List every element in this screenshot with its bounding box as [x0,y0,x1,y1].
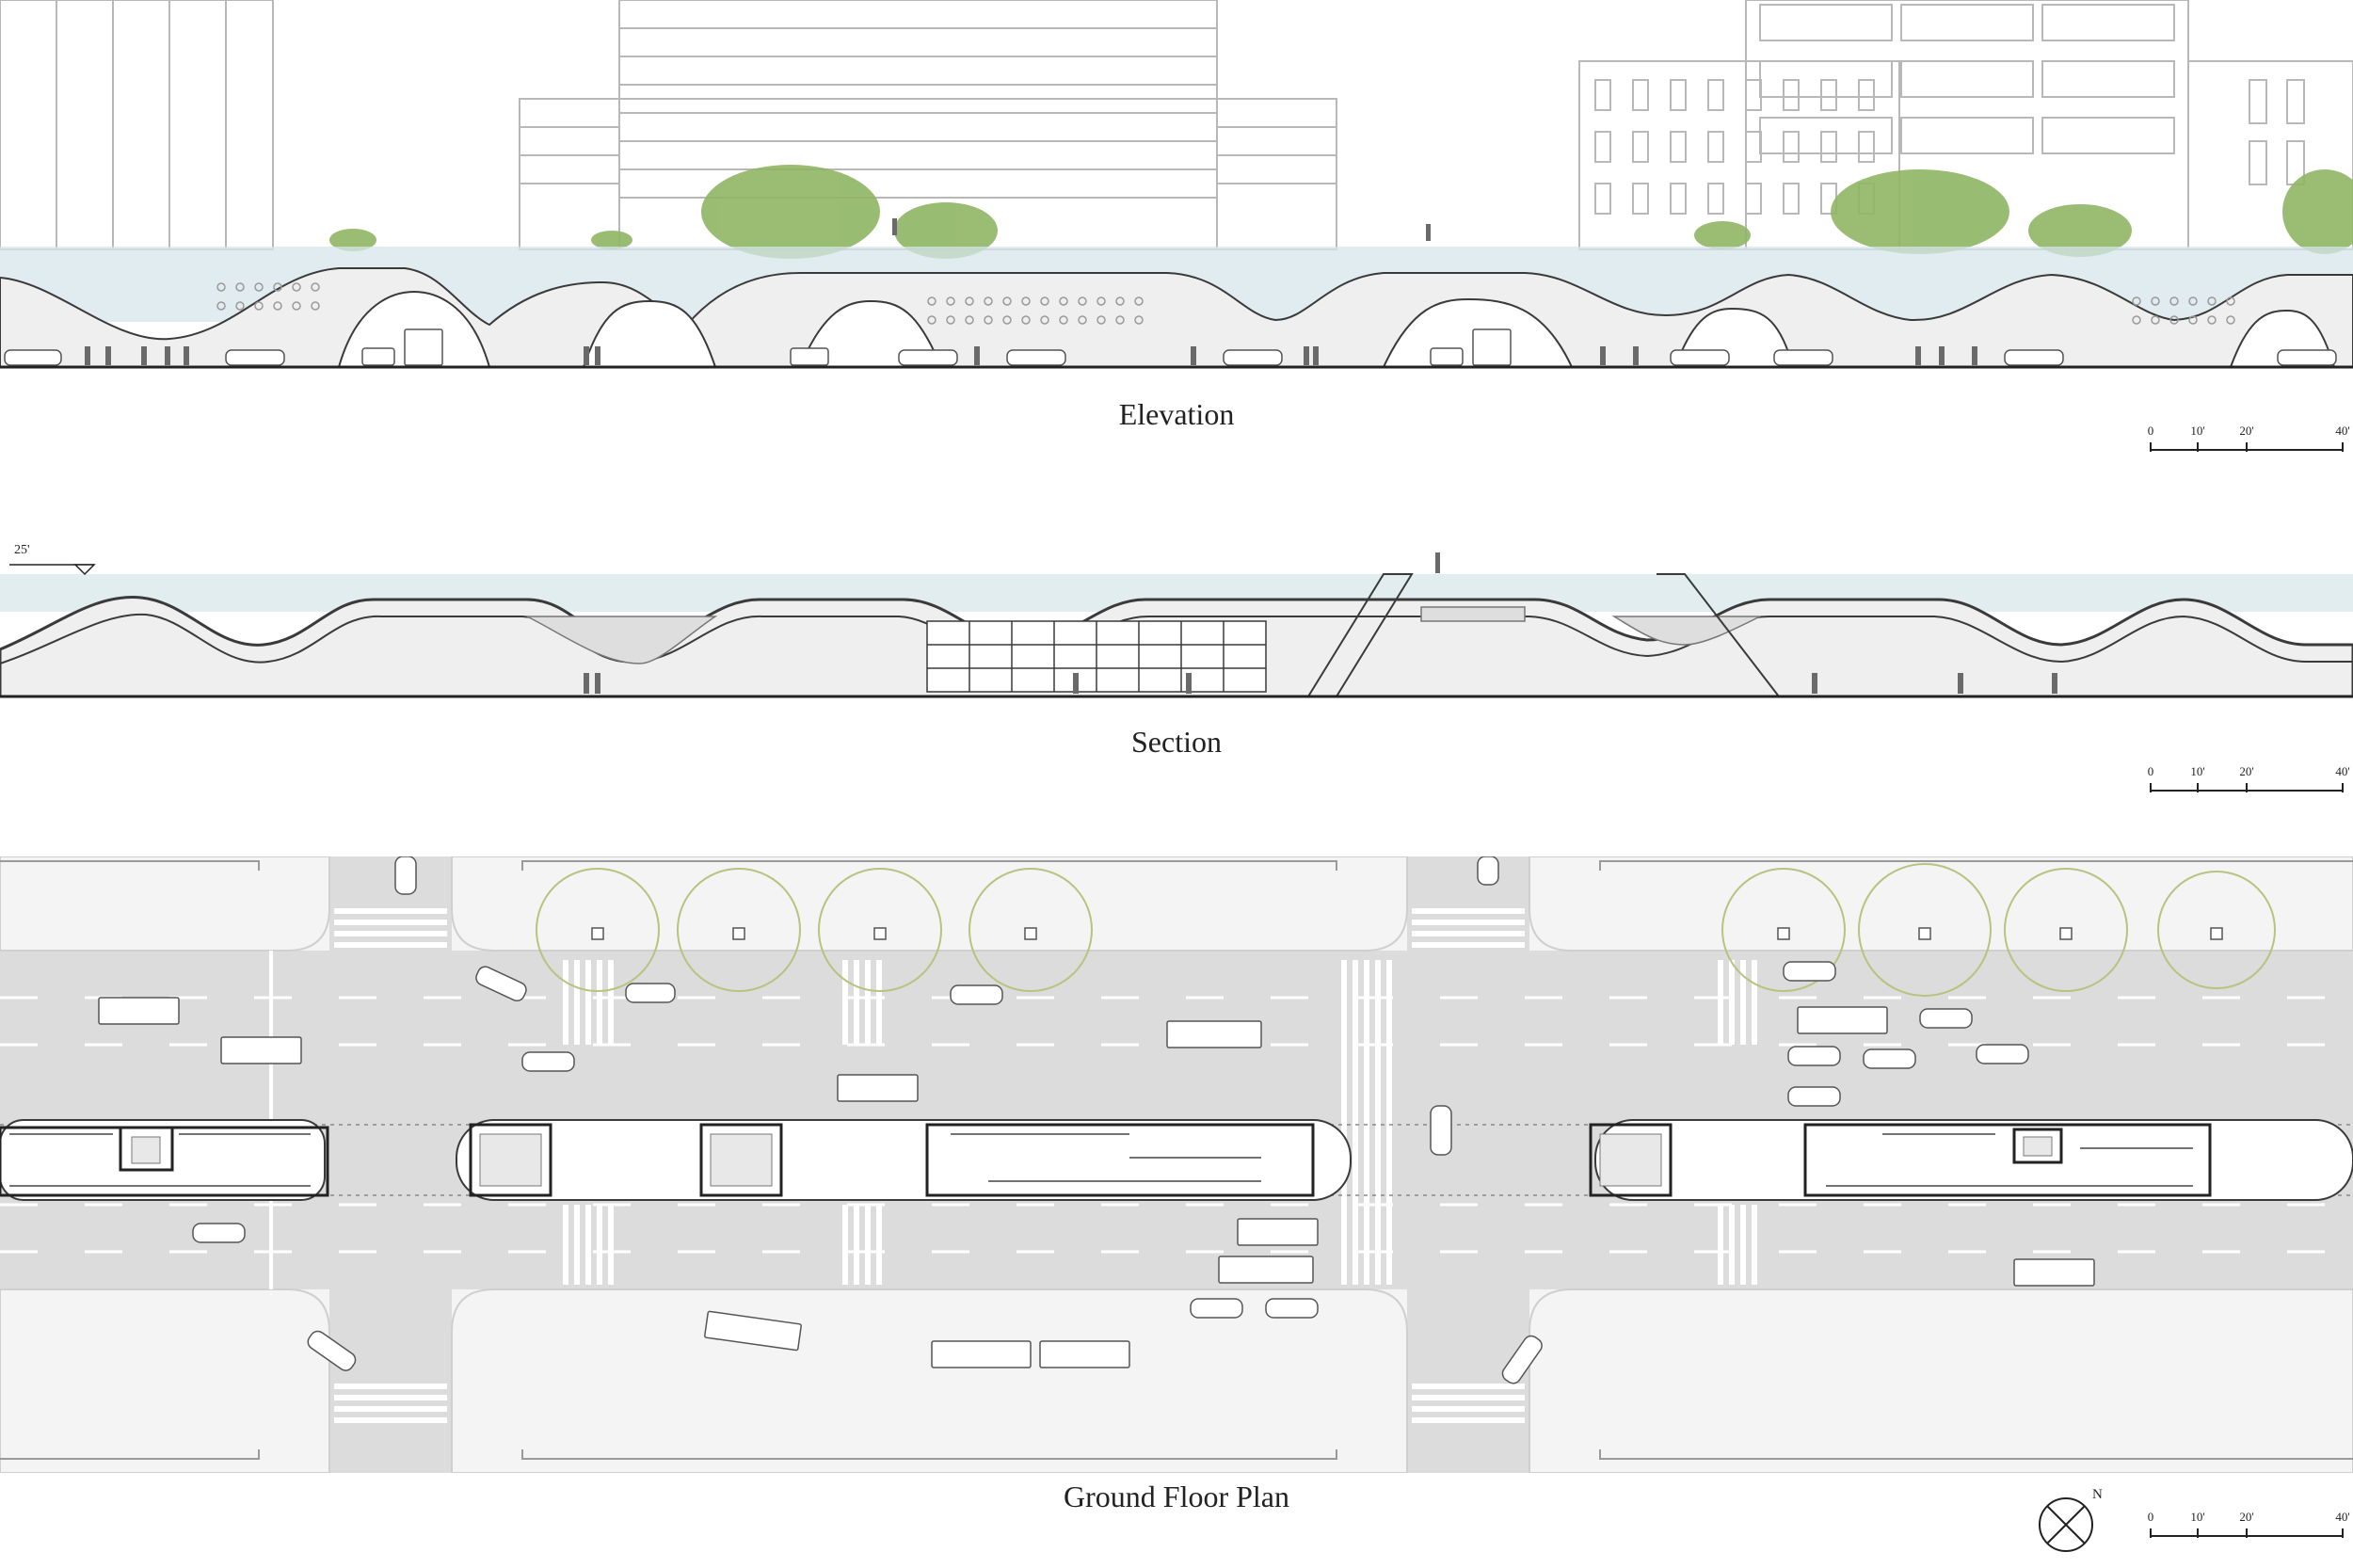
north-arrow-icon [2039,1497,2093,1552]
building-edges [0,860,2353,1460]
background-buildings [0,0,2353,250]
people-silhouettes [85,218,1977,365]
scale-tick-10: 10' [2190,1510,2205,1524]
section-level-marker [9,564,96,576]
crosswalks [334,908,1757,1423]
scale-tick-20: 20' [2239,1510,2254,1524]
scale-bar-graphic [2150,1528,2344,1538]
building-windows [1594,4,2305,215]
pavilion-seating [9,1133,2193,1187]
scale-bar-graphic [2150,783,2344,792]
scale-tick-10: 10' [2190,764,2205,778]
elevation-title: Elevation [1118,397,1235,431]
plan-scale-bar: 0 10' 20' 40' [2147,1510,2350,1547]
curb-corners [0,856,2353,1474]
plan-svg [0,856,2353,1474]
angled-vehicles [307,966,1543,1384]
section-title: Section [1131,725,1222,759]
pavilion-modules [0,1123,2212,1197]
plan-vehicles [98,856,2095,1368]
north-label: N [2092,1487,2103,1502]
section-rooms [926,620,1267,693]
lane-markings [0,996,2353,1254]
elevation-drawing [0,0,2353,376]
section-drawing: 25' [0,541,2353,706]
elevation-scale-bar: 0 10' 20' 40' [2147,424,2350,461]
scale-tick-40: 40' [2335,764,2350,778]
tree-pits [591,927,2223,940]
wall-perforations [216,282,2235,325]
pavilion-hatch [131,1133,2053,1187]
scale-tick-10: 10' [2190,424,2205,438]
elevation-svg [0,0,2353,369]
median-islands [0,1119,2353,1201]
scale-tick-20: 20' [2239,424,2254,438]
section-level-label: 25' [14,543,30,557]
section-svg [0,552,2353,698]
scale-tick-0: 0 [2147,764,2154,778]
north-arrow: N [2033,1487,2108,1553]
scale-tick-40: 40' [2335,424,2350,438]
scale-bar-graphic [2150,442,2344,452]
street-vehicles [4,328,2337,366]
scale-tick-0: 0 [2147,1510,2154,1524]
section-people [584,552,2057,694]
scale-tick-0: 0 [2147,424,2154,438]
tree-circles [536,863,2276,997]
scale-tick-40: 40' [2335,1510,2350,1524]
plan-title: Ground Floor Plan [1064,1480,1289,1513]
ground-floor-plan [0,856,2353,1474]
scale-tick-20: 20' [2239,764,2254,778]
section-scale-bar: 0 10' 20' 40' [2147,764,2350,802]
median-guide-lines [0,1124,2353,1196]
